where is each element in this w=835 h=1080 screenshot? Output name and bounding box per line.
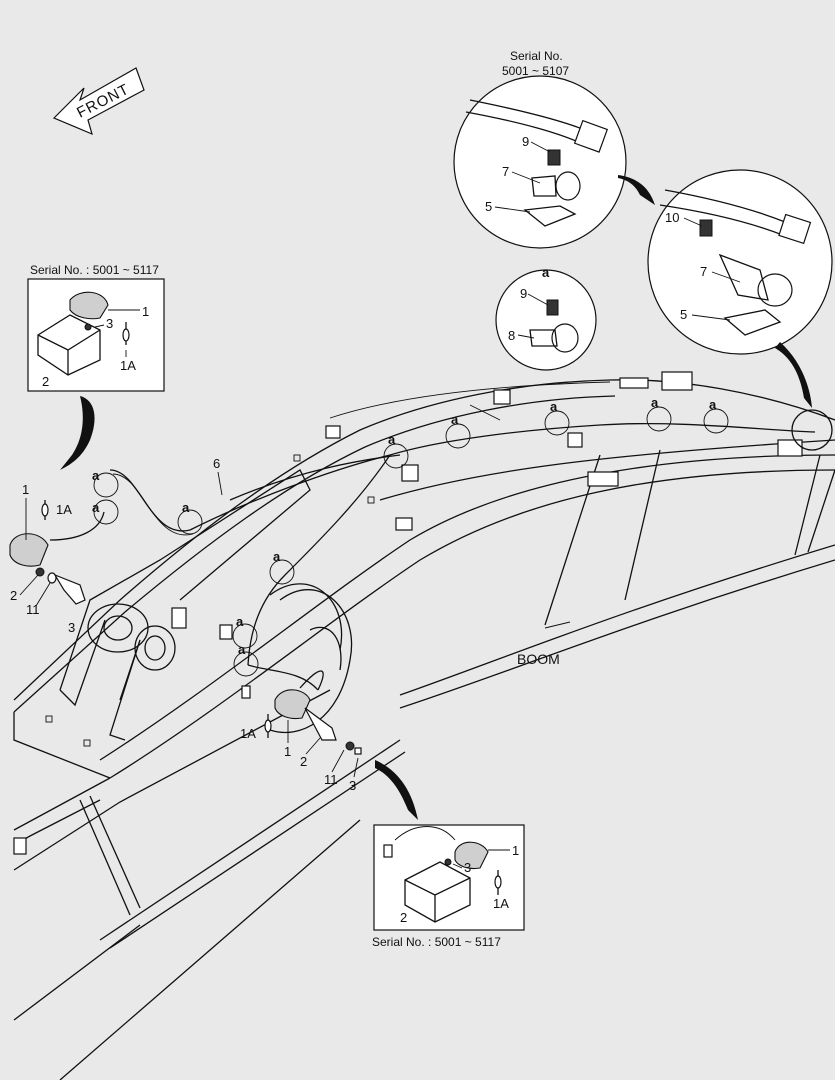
svg-text:a: a [388,432,396,447]
caption-bottom-inset: Serial No. : 5001 ~ 5117 [372,935,501,949]
pointer-bottom [375,760,418,820]
svg-text:8: 8 [508,328,515,343]
svg-text:5: 5 [680,307,687,322]
clamp-marker: a [233,642,259,677]
svg-text:a: a [236,614,244,629]
svg-text:1: 1 [512,843,519,858]
svg-text:a: a [92,468,100,483]
svg-text:1: 1 [284,744,291,759]
svg-text:3: 3 [106,316,113,331]
caption-left-inset: Serial No. : 5001 ~ 5117 [30,263,159,277]
svg-text:1A: 1A [56,502,72,517]
svg-text:1: 1 [22,482,29,497]
svg-text:1A: 1A [493,896,509,911]
detail-circle-top-center: Serial No. 5001 ~ 5107 9 7 5 [453,49,655,249]
svg-text:a: a [709,397,717,412]
svg-text:a: a [92,500,100,515]
clamp-marker: a [177,500,203,535]
svg-text:7: 7 [700,264,707,279]
svg-text:3: 3 [68,620,75,635]
svg-text:1A: 1A [120,358,136,373]
svg-text:a: a [182,500,190,515]
clamp-marker: a [646,395,672,432]
svg-text:a: a [451,412,459,427]
front-arrow-icon: FRONT [52,67,145,136]
clamp-marker: a [92,499,119,525]
lamp-left: 1 1A 2 11 3 [9,482,86,635]
svg-text:10: 10 [665,210,679,225]
detail-circle-top-right: 10 7 5 [647,169,833,408]
inset-bottom: 1 3 1A 2 Serial No. : 5001 ~ 5117 [372,824,525,949]
lamp-center: 1A 1 2 11 3 [240,685,362,793]
svg-text:1A: 1A [240,726,256,741]
svg-text:2: 2 [10,588,17,603]
svg-text:a: a [273,549,281,564]
clamp-marker: a [445,412,471,449]
wire-harness [49,422,816,691]
svg-text:3: 3 [464,860,471,875]
detail-ring [791,409,833,451]
inset-left: Serial No. : 5001 ~ 5117 1 3 1A 2 [27,263,165,470]
svg-text:2: 2 [42,374,49,389]
label-harness: 6 [213,456,220,471]
caption-top-line1: Serial No. [510,49,563,63]
harness-leader [217,471,223,496]
clamp-marker: a [269,549,295,585]
svg-text:9: 9 [520,286,527,301]
clamp-marker: a [92,468,119,498]
detail-circle-a: a 9 8 [495,265,597,371]
svg-text:9: 9 [522,134,529,149]
svg-text:a: a [550,399,558,414]
svg-text:5: 5 [485,199,492,214]
clamp-marker: a [544,399,570,436]
clamp-markers: a a a a a a a a a a a [92,395,833,677]
svg-text:7: 7 [502,164,509,179]
svg-text:3: 3 [349,778,356,793]
svg-text:2: 2 [300,754,307,769]
svg-text:a: a [542,265,550,280]
svg-text:11: 11 [324,772,338,787]
svg-text:2: 2 [400,910,407,925]
svg-text:a: a [238,642,246,657]
caption-top-line2: 5001 ~ 5107 [502,64,569,78]
clamp-marker: a [232,614,258,649]
svg-text:1: 1 [142,304,149,319]
clamp-marker: a [383,432,409,469]
clamp-marker: a [703,397,729,434]
svg-text:a: a [651,395,659,410]
boom-label: BOOM [517,651,560,667]
boom-structure [13,371,835,1080]
